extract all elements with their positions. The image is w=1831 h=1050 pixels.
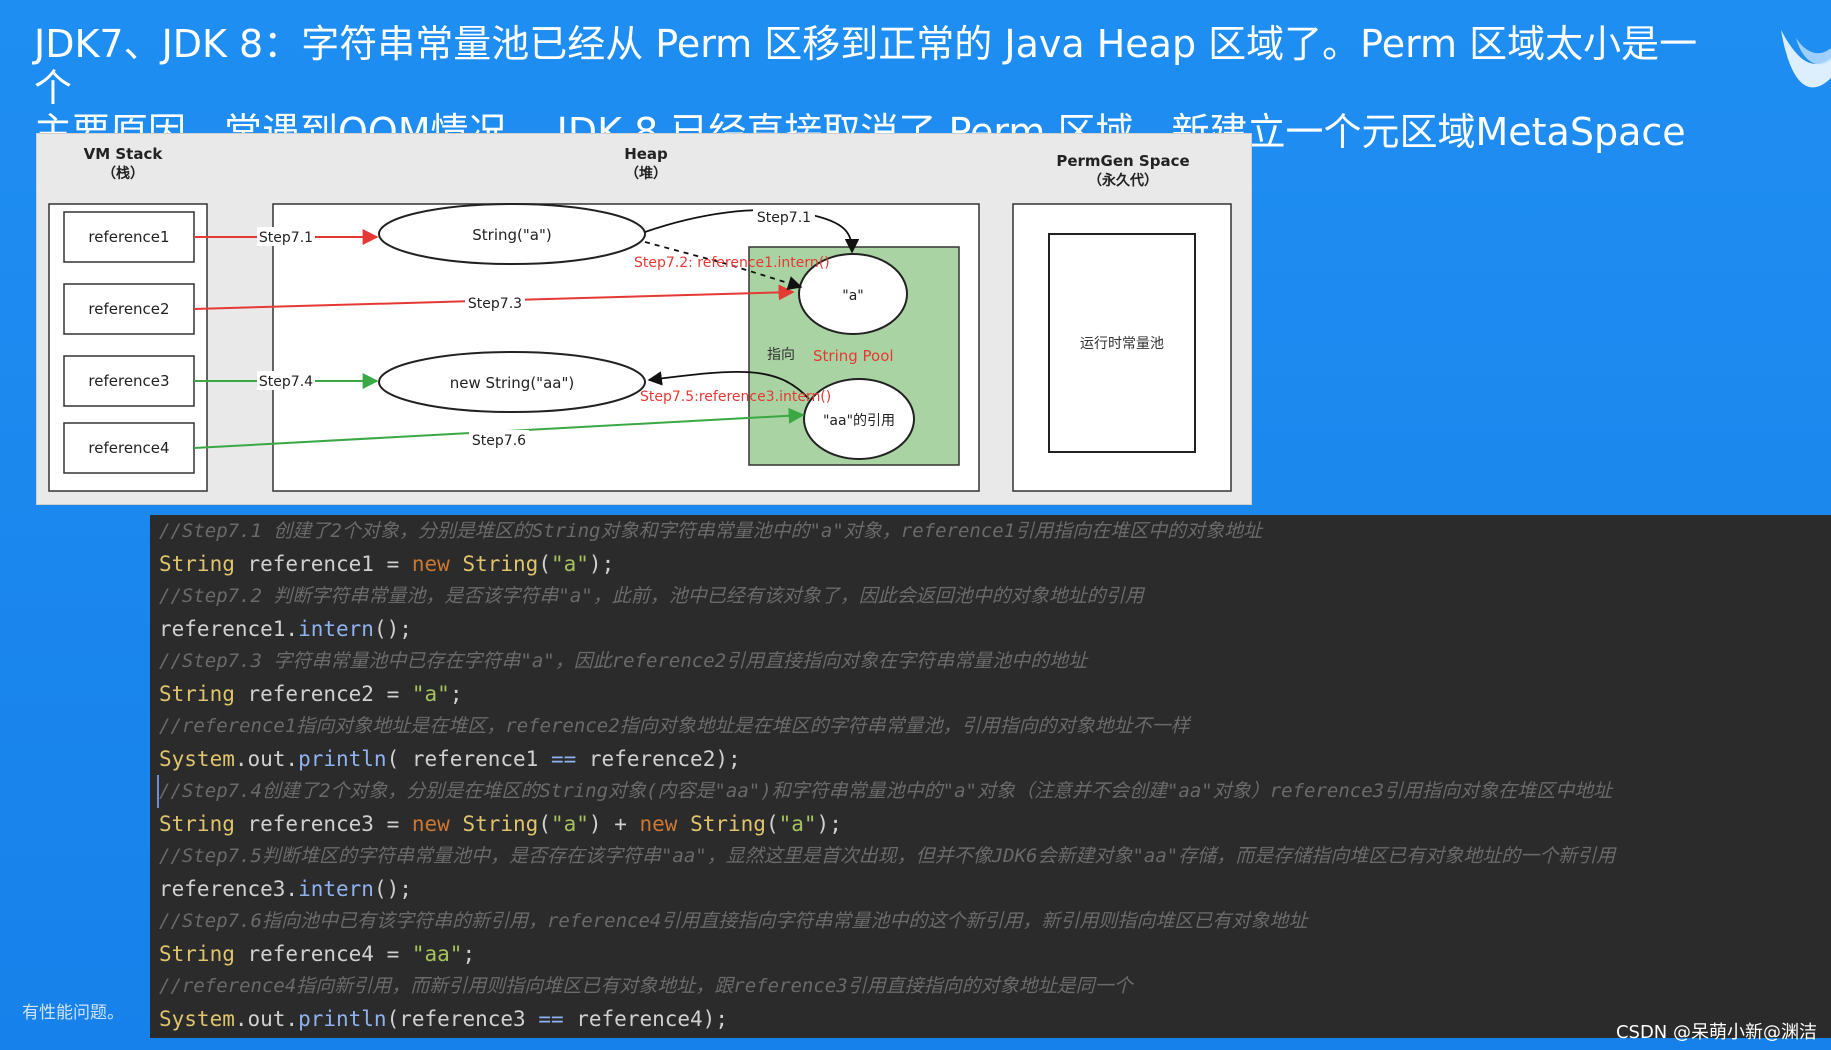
ref-box-4 [63,422,195,474]
ref-box-2 [63,283,195,335]
heap-title: Heap [624,145,668,163]
pool-object-a-label: "a" [842,288,863,304]
arrow-step-7-2-intern [644,241,803,291]
pool-object-aa-ref-label: "aa"的引用 [823,413,895,429]
ref-box-1 [63,211,195,263]
code-line-8: System.out.println(reference3 == referen… [159,1006,728,1031]
vm-stack-subtitle: （栈） [102,165,144,182]
ref-label-2: reference2 [88,300,169,318]
runtime-constant-pool-box [1048,233,1196,453]
code-line-1: String reference1 = new String("a"); [159,551,615,576]
vm-stack-section: VM Stack （栈） reference1 reference2 refer… [48,145,208,492]
permgen-section: PermGen Space （永久代） 运行时常量池 [1012,152,1232,492]
arrow-pool-to-heap [647,370,810,400]
heap-object-string-a [378,203,646,265]
heap-section: Heap （堆） String("a") new String("aa") "a… [272,145,980,492]
decorative-wave-icon [1781,30,1831,88]
code-line-5: String reference3 = new String("a") + ne… [159,811,842,836]
code-comment-2: //Step7.2 判断字符串常量池，是否该字符串"a"，此前，池中已经有该对象… [159,585,1144,607]
heap-object-new-string-aa-label: new String("aa") [450,374,574,392]
pool-object-a [798,253,908,335]
code-line-3: String reference2 = "a"; [159,681,463,706]
code-panel: //Step7.1 创建了2个对象，分别是堆区的String对象和字符串常量池中… [150,515,1831,1038]
code-comment-1: //Step7.1 创建了2个对象，分别是堆区的String对象和字符串常量池中… [159,520,1263,542]
step-labels: Step7.1 Step7.1 Step7.2: reference1.inte… [257,208,831,449]
step-label-7-5: Step7.5:reference3.intern() [640,389,831,405]
code-line-7: String reference4 = "aa"; [159,941,476,966]
step-label-7-2: Step7.2: reference1.intern() [634,255,830,271]
point-label: 指向 [767,347,795,363]
vm-stack-title: VM Stack [84,145,164,163]
step-label-7-1-pool: Step7.1 [757,210,811,226]
ref-label-4: reference4 [88,439,169,457]
step-label-7-3: Step7.3 [468,296,522,312]
step-label-7-6: Step7.6 [472,433,526,449]
heap-subtitle: （堆） [625,165,667,182]
slide-headline: JDK7、JDK 8：字符串常量池已经从 Perm 区移到正常的 Java He… [34,22,1734,154]
code-comment-3: //Step7.3 字符串常量池中已存在字符串"a"，因此reference2引… [159,650,1088,672]
left-note: 有性能问题。 [22,1003,124,1023]
jvm-memory-diagram: VM Stack （栈） reference1 reference2 refer… [36,133,1252,505]
ref-label-3: reference3 [88,372,169,390]
permgen-subtitle: （永久代） [1088,172,1158,189]
headline-line-1: JDK7、JDK 8：字符串常量池已经从 Perm 区移到正常的 Java He… [34,22,1698,110]
ref-box-3 [63,355,195,407]
code-line-2: reference1.intern(); [159,616,412,641]
permgen-title: PermGen Space [1056,152,1189,170]
step-label-7-1: Step7.1 [259,230,313,246]
ref-label-1: reference1 [88,228,169,246]
code-line-6: reference3.intern(); [159,876,412,901]
code-comment-6: //Step7.5判断堆区的字符串常量池中，是否存在该字符串"aa"，显然这里是… [159,845,1616,867]
code-comment-5: //Step7.4创建了2个对象，分别是在堆区的String对象(内容是"aa"… [157,775,1831,808]
heap-object-new-string-aa [378,351,646,413]
heap-object-string-a-label: String("a") [472,226,551,244]
code-comment-8: //reference4指向新引用，而新引用则指向堆区已有对象地址，跟refer… [159,975,1133,997]
step-label-7-4: Step7.4 [259,374,313,390]
csdn-watermark: CSDN @呆萌小新@渊洁 [1615,1022,1817,1043]
string-pool-label: String Pool [813,347,894,365]
code-line-4: System.out.println( reference1 == refere… [159,746,741,771]
code-comment-4: //reference1指向对象地址是在堆区，reference2指向对象地址是… [159,715,1190,737]
code-comment-7: //Step7.6指向池中已有该字符串的新引用，reference4引用直接指向… [159,910,1308,932]
runtime-constant-pool-label: 运行时常量池 [1080,336,1164,352]
